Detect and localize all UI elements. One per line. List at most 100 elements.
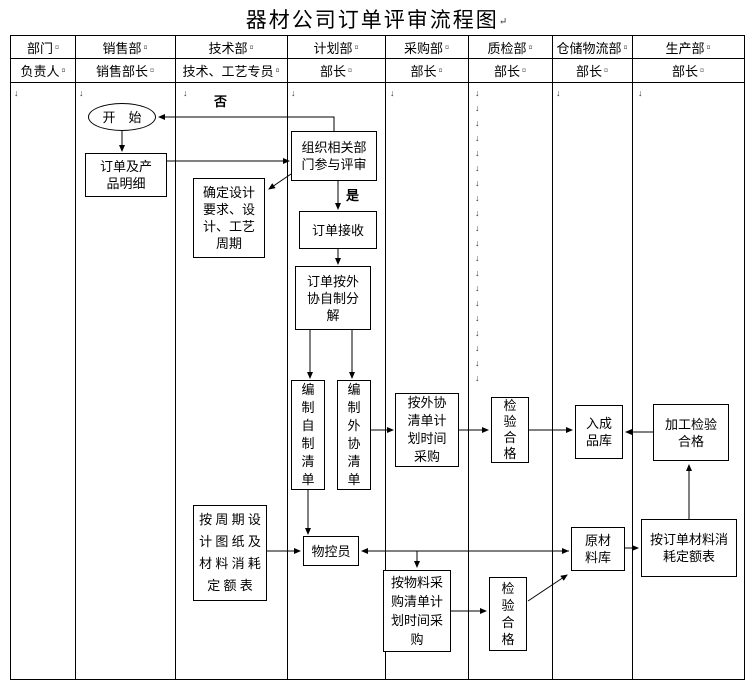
line-break-mark-icon: ↓ <box>475 343 480 353</box>
header-dept-label: 部门¤ <box>11 36 75 58</box>
header-text: 负责人 <box>20 64 60 79</box>
line-break-mark-icon: ↓ <box>475 298 480 308</box>
header-owner-tech: 技术、工艺专员¤ <box>175 59 287 82</box>
line-break-mark-icon: ↓ <box>475 313 480 323</box>
cell-mark-icon: ¤ <box>604 66 608 75</box>
header-text: 仓储物流部 <box>556 40 622 56</box>
line-break-mark-icon: ↓ <box>475 358 480 368</box>
node-outsource-list: 编 制 外 协 清 单 <box>337 380 371 490</box>
line-break-mark-icon: ↓ <box>475 118 480 128</box>
cell-mark-icon: ¤ <box>143 42 148 52</box>
line-break-mark-icon: ↓ <box>390 88 395 98</box>
line-break-mark-icon: ↓ <box>183 88 188 98</box>
column-divider <box>287 36 288 679</box>
line-break-mark-icon: ↓ <box>475 268 480 278</box>
header-text: 技术、工艺专员 <box>182 64 274 79</box>
header-text: 部门 <box>26 40 53 56</box>
format-marks-sales-lane: ↓ <box>79 86 84 101</box>
label-no: 否 <box>214 94 228 109</box>
node-material-purchase: 按物料采 购清单计 划时间采 购 <box>383 570 451 652</box>
header-text: 销售部 <box>102 40 142 56</box>
line-break-mark-icon: ↓ <box>475 253 480 263</box>
header-text: 质检部 <box>487 40 527 56</box>
column-divider <box>75 36 76 679</box>
cell-mark-icon: ¤ <box>55 42 59 52</box>
header-text: 生产部 <box>665 40 705 56</box>
header-row-owners: 负责人¤ 销售部长¤ 技术、工艺专员¤ 部长¤ 部长¤ 部长¤ 部长¤ 部长¤ <box>11 59 744 83</box>
node-inspect-pass-1: 检 验 合 格 <box>491 397 529 463</box>
format-marks-planning-lane: ↓ <box>291 86 296 101</box>
label-yes: 是 <box>346 188 360 203</box>
header-owner-purchasing: 部长¤ <box>385 59 468 82</box>
node-order-material-quota: 按订单材料消 耗定额表 <box>641 519 737 577</box>
line-break-mark-icon: ↓ <box>475 103 480 113</box>
format-marks-quality-lane: ↓ ↓ ↓ ↓ ↓ ↓ ↓ ↓ ↓ ↓ ↓ ↓ ↓ ↓ ↓ ↓ ↓ ↓ ↓ ↓ <box>475 86 480 386</box>
line-break-mark-icon: ↓ <box>475 283 480 293</box>
swimlane-table: 部门¤ 销售部¤ 技术部¤ 计划部¤ 采购部¤ 质检部¤ 仓储物流部¤ 生产部¤… <box>10 35 745 680</box>
column-divider <box>175 36 176 679</box>
format-marks-production-lane: ↓ <box>638 86 643 101</box>
header-dept-production: 生产部¤ <box>632 36 744 58</box>
paragraph-mark-icon: ↵ <box>498 16 508 28</box>
node-self-made-list: 编 制 自 制 清 单 <box>291 380 325 490</box>
column-divider <box>632 36 633 679</box>
header-row-departments: 部门¤ 销售部¤ 技术部¤ 计划部¤ 采购部¤ 质检部¤ 仓储物流部¤ 生产部¤ <box>11 36 744 59</box>
line-break-mark-icon: ↓ <box>475 373 480 383</box>
node-inspect-pass-2: 检 验 合 格 <box>489 577 527 651</box>
cell-mark-icon: ¤ <box>348 66 352 75</box>
cell-mark-icon: ¤ <box>249 42 254 52</box>
format-marks-tech-lane: ↓ <box>183 86 188 101</box>
header-owner-planning: 部长¤ <box>287 59 385 82</box>
header-dept-quality: 质检部¤ <box>468 36 552 58</box>
header-dept-planning: 计划部¤ <box>287 36 385 58</box>
header-owner-warehouse: 部长¤ <box>552 59 632 82</box>
line-break-mark-icon: ↓ <box>475 208 480 218</box>
node-order-accept: 订单接收 <box>299 211 377 249</box>
header-dept-purchasing: 采购部¤ <box>385 36 468 58</box>
header-text: 计划部 <box>313 40 353 56</box>
line-break-mark-icon: ↓ <box>475 193 480 203</box>
line-break-mark-icon: ↓ <box>79 88 84 98</box>
header-owner-label: 负责人¤ <box>11 59 75 82</box>
header-text: 部长 <box>319 64 346 79</box>
header-dept-tech: 技术部¤ <box>175 36 287 58</box>
header-text: 部长 <box>493 64 520 79</box>
node-cycle-design-quota: 按 周 期 设 计 图 纸 及 材 料 消 耗 定 额 表 <box>193 505 267 601</box>
line-break-mark-icon: ↓ <box>475 133 480 143</box>
line-break-mark-icon: ↓ <box>475 223 480 233</box>
header-owner-quality: 部长¤ <box>468 59 552 82</box>
header-text: 采购部 <box>403 40 443 56</box>
line-break-mark-icon: ↓ <box>475 328 480 338</box>
header-dept-sales: 销售部¤ <box>75 36 175 58</box>
line-break-mark-icon: ↓ <box>475 88 480 98</box>
line-break-mark-icon: ↓ <box>475 148 480 158</box>
cell-mark-icon: ¤ <box>275 66 280 75</box>
line-break-mark-icon: ↓ <box>475 163 480 173</box>
line-break-mark-icon: ↓ <box>556 88 561 98</box>
node-finished-goods-store: 入成 品库 <box>575 405 623 459</box>
line-break-mark-icon: ↓ <box>14 88 19 98</box>
line-break-mark-icon: ↓ <box>638 88 643 98</box>
header-text: 技术部 <box>208 40 248 56</box>
node-design-requirements: 确定设计 要求、设 计、工艺 周期 <box>193 178 265 258</box>
cell-mark-icon: ¤ <box>150 66 154 75</box>
header-text: 部长 <box>410 64 437 79</box>
line-break-mark-icon: ↓ <box>475 178 480 188</box>
format-marks-warehouse-lane: ↓ <box>556 86 561 101</box>
page-title: 器材公司订单评审流程图↵ <box>0 4 753 34</box>
node-order-detail: 订单及产 品明细 <box>85 153 167 197</box>
cell-mark-icon: ¤ <box>438 66 443 75</box>
column-divider <box>552 36 553 679</box>
header-owner-production: 部长¤ <box>632 59 744 82</box>
node-outsource-purchase: 按外协 清单计 划时间 采购 <box>395 393 459 467</box>
header-text: 销售部长 <box>95 64 148 79</box>
format-marks-purchasing-lane: ↓ <box>390 86 395 101</box>
node-process-inspect-pass: 加工检验 合格 <box>653 404 729 461</box>
node-start: 开 始 <box>88 103 156 131</box>
column-divider <box>385 36 386 679</box>
line-break-mark-icon: ↓ <box>475 238 480 248</box>
node-organize-review: 组织相关部 门参与评审 <box>291 131 377 181</box>
cell-mark-icon: ¤ <box>522 66 526 75</box>
format-marks-label-lane: ↓ <box>14 86 19 101</box>
